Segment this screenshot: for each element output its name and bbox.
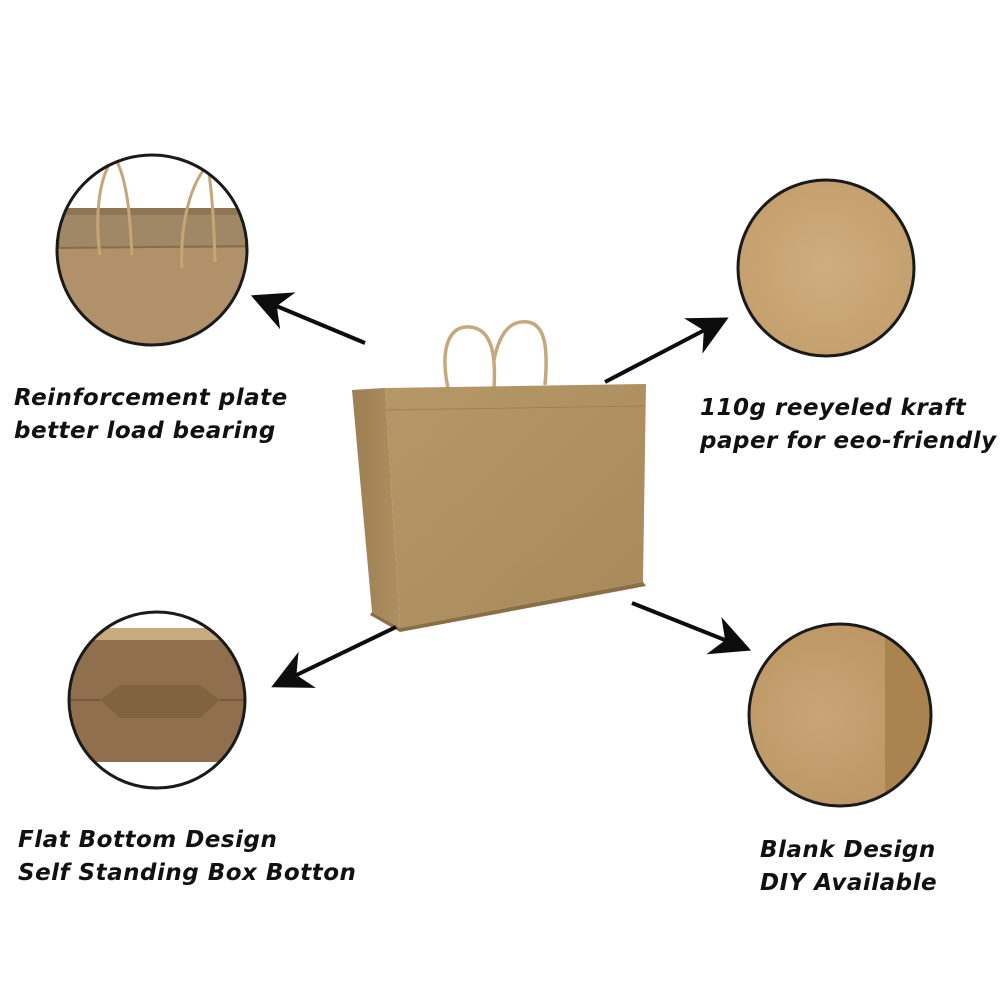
kraft-bag-photo	[352, 320, 646, 632]
caption-kraft-line1: 110g reeyeled kraft	[700, 395, 967, 421]
arrow-to-kraft	[604, 317, 729, 384]
caption-blank-line1: Blank Design	[760, 837, 936, 863]
caption-reinforcement-line2: better load bearing	[14, 418, 276, 444]
bag-front-panel	[385, 384, 646, 628]
detail-circle-bottom	[67, 610, 247, 790]
arrow-to-reinforcement	[250, 292, 366, 345]
arrow-to-bottom	[271, 625, 397, 688]
arrow-to-blank	[631, 601, 752, 655]
detail-circle-blank	[747, 622, 933, 808]
bag-handle-left	[443, 325, 497, 389]
caption-kraft-line2: paper for eeo-friendly	[700, 428, 997, 454]
bag-handle-right	[492, 320, 548, 386]
caption-bottom-line1: Flat Bottom Design	[18, 827, 278, 853]
caption-reinforcement: Reinforcement plate better load bearing	[14, 382, 288, 448]
detail-circle-kraft	[736, 178, 916, 358]
caption-blank: Blank Design DIY Available	[760, 834, 937, 900]
detail-circle-reinforcement	[55, 153, 249, 347]
caption-bottom: Flat Bottom Design Self Standing Box Bot…	[18, 824, 356, 890]
caption-reinforcement-line1: Reinforcement plate	[14, 385, 288, 411]
caption-bottom-line2: Self Standing Box Botton	[18, 860, 357, 886]
caption-kraft: 110g reeyeled kraft paper for eeo-friend…	[700, 392, 997, 458]
caption-blank-line2: DIY Available	[760, 870, 938, 896]
bag-side-panel	[352, 388, 400, 628]
